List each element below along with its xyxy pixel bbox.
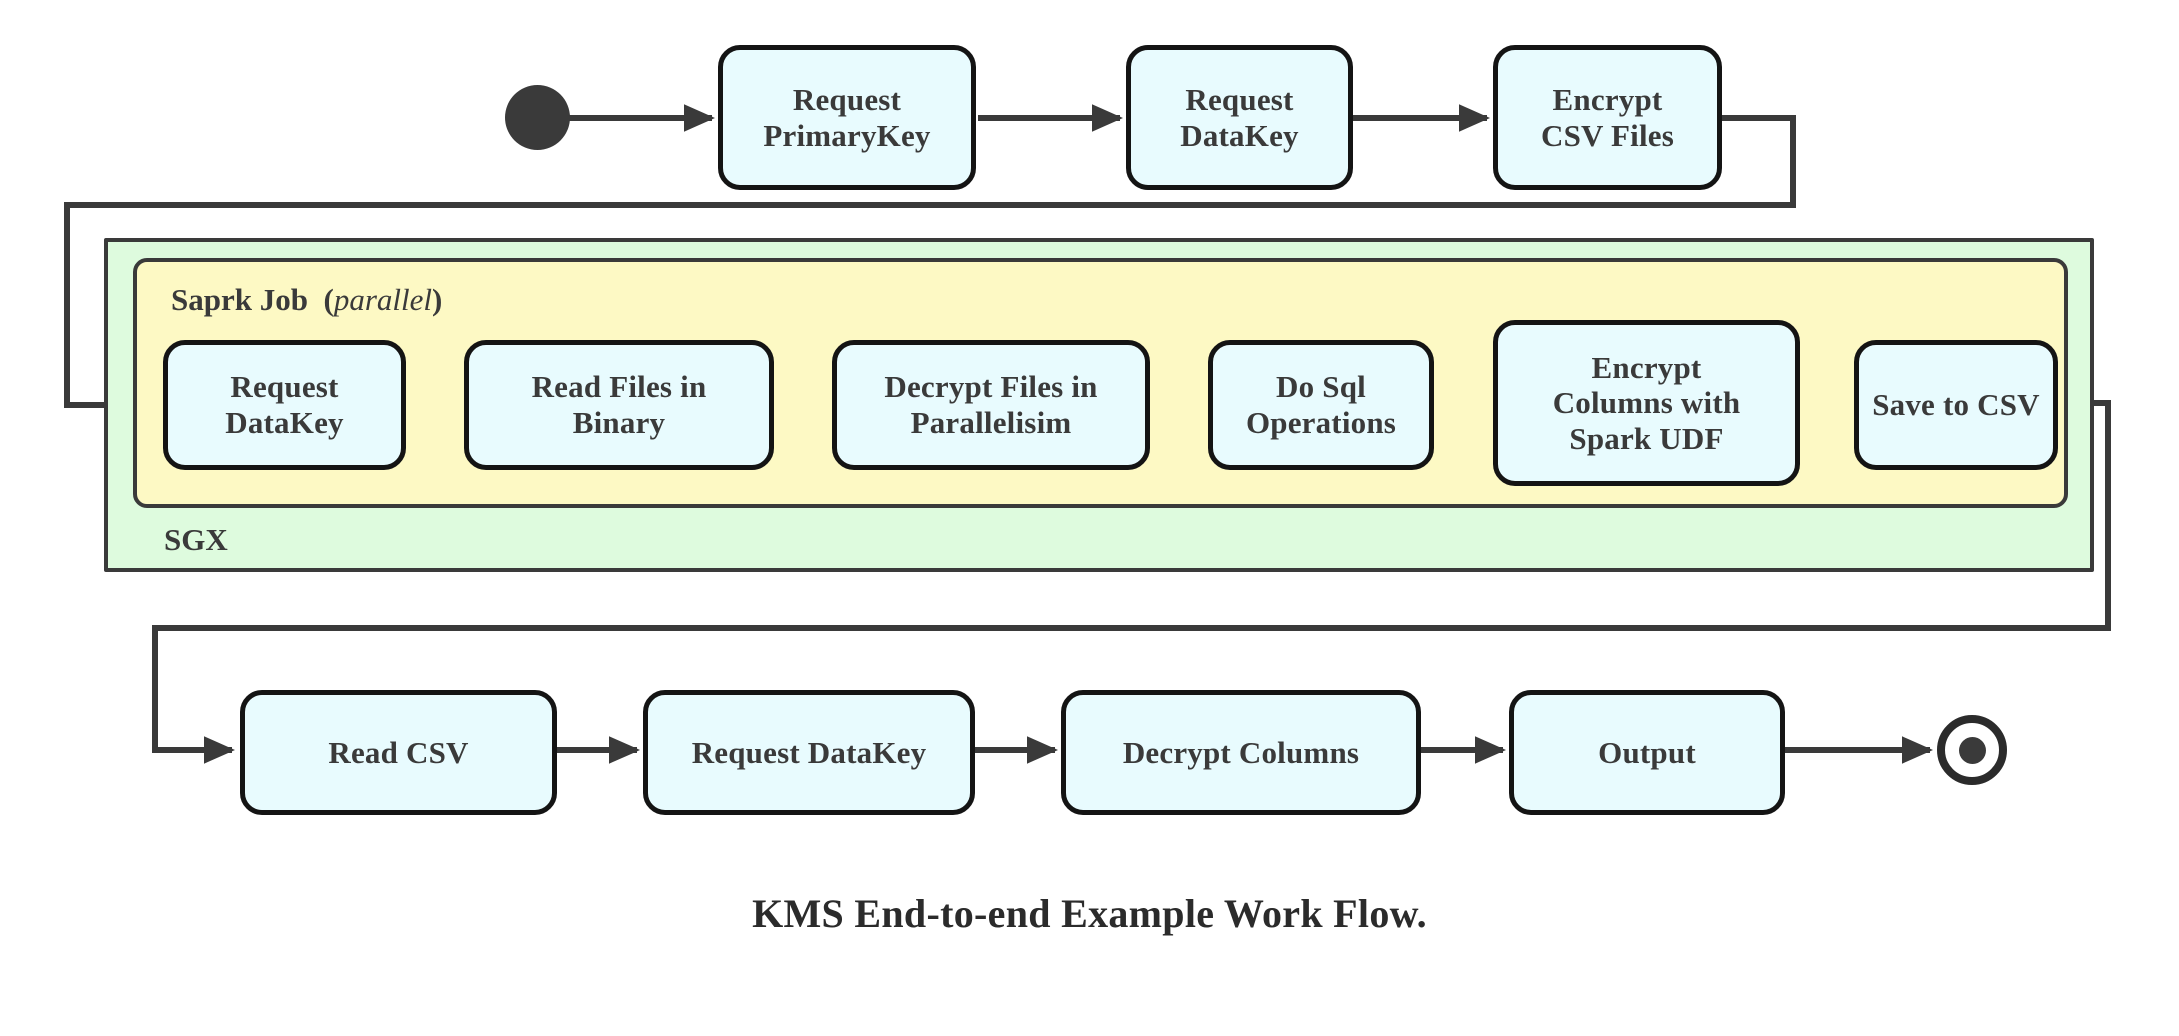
node-label: Read Files in Binary <box>531 369 707 440</box>
node-do-sql-operations[interactable]: Do Sql Operations <box>1208 340 1434 470</box>
edge-encrypt-csv-to-spark-datakey <box>64 115 1796 419</box>
node-request-primarykey[interactable]: Request PrimaryKey <box>718 45 976 190</box>
node-request-datakey-spark[interactable]: Request DataKey <box>163 340 406 470</box>
node-save-to-csv[interactable]: Save to CSV <box>1854 340 2058 470</box>
node-label: Encrypt Columns with Spark UDF <box>1552 349 1741 456</box>
diagram-caption: KMS End-to-end Example Work Flow. <box>752 891 1427 936</box>
spark-job-label: Saprk Job (parallel) <box>171 282 442 318</box>
edge-save-csv-to-read-csv <box>152 400 2111 764</box>
node-read-csv[interactable]: Read CSV <box>240 690 557 815</box>
node-output[interactable]: Output <box>1509 690 1785 815</box>
start-node <box>505 85 570 150</box>
spark-job-label-main: Saprk Job <box>171 282 308 317</box>
spark-job-label-paren-close: ) <box>431 282 443 317</box>
node-label: Read CSV <box>328 734 469 770</box>
node-label: Do Sql Operations <box>1245 369 1397 440</box>
node-decrypt-columns[interactable]: Decrypt Columns <box>1061 690 1421 815</box>
node-label: Encrypt CSV Files <box>1541 81 1674 153</box>
node-label: Save to CSV <box>1872 387 2040 423</box>
node-read-files-in-binary[interactable]: Read Files in Binary <box>464 340 774 470</box>
end-node <box>1937 715 2007 785</box>
node-label: Output <box>1598 734 1696 770</box>
node-label: Request DataKey <box>225 369 344 440</box>
node-label: Request DataKey <box>1180 81 1299 153</box>
node-label: Request DataKey <box>691 734 927 770</box>
sgx-label: SGX <box>164 522 228 557</box>
spark-job-label-paren-open: ( <box>323 282 334 317</box>
node-request-datakey-bottom[interactable]: Request DataKey <box>643 690 975 815</box>
end-node-core <box>1958 736 1986 764</box>
node-label: Decrypt Columns <box>1122 734 1360 770</box>
node-label: Decrypt Files in Parallelisim <box>884 369 1098 440</box>
node-decrypt-files-in-parallelisim[interactable]: Decrypt Files in Parallelisim <box>832 340 1150 470</box>
node-request-datakey-top[interactable]: Request DataKey <box>1126 45 1353 190</box>
spark-job-label-italic: parallel <box>333 282 432 317</box>
node-encrypt-columns-with-spark-udf[interactable]: Encrypt Columns with Spark UDF <box>1493 320 1800 486</box>
node-label: Request PrimaryKey <box>763 81 931 153</box>
node-encrypt-csv-files[interactable]: Encrypt CSV Files <box>1493 45 1722 190</box>
